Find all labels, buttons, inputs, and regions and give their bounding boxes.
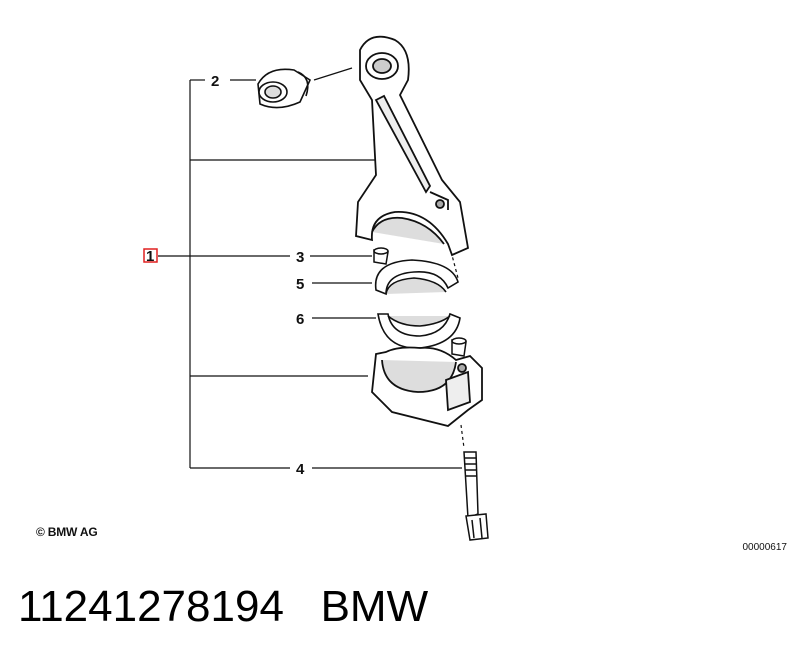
- callout-5: 5: [296, 276, 304, 293]
- part-number-caption: 11241278194 BMW: [18, 582, 429, 631]
- copyright-notice: © BMW AG: [36, 525, 98, 539]
- callout-6: 6: [296, 311, 304, 328]
- bearing-cap-part: [371, 346, 483, 427]
- leader-lines: [158, 67, 465, 469]
- highlight-box-item-1: [143, 248, 158, 263]
- parts-diagram: 1 2 3 5 6 4: [143, 35, 489, 541]
- small-end-bush-part: [257, 68, 312, 109]
- lower-bearing-shell-part: [377, 312, 461, 349]
- callout-4: 4: [296, 461, 305, 478]
- dowel-sleeve-part: [373, 247, 467, 357]
- callout-2: 2: [211, 73, 219, 90]
- connecting-rod-part: [355, 35, 470, 257]
- connecting-rod-bolt-part: [463, 451, 489, 541]
- callout-3: 3: [296, 249, 304, 266]
- upper-bearing-shell-part: [374, 259, 459, 296]
- callout-1: 1: [146, 248, 154, 265]
- image-number: 00000617: [742, 542, 788, 553]
